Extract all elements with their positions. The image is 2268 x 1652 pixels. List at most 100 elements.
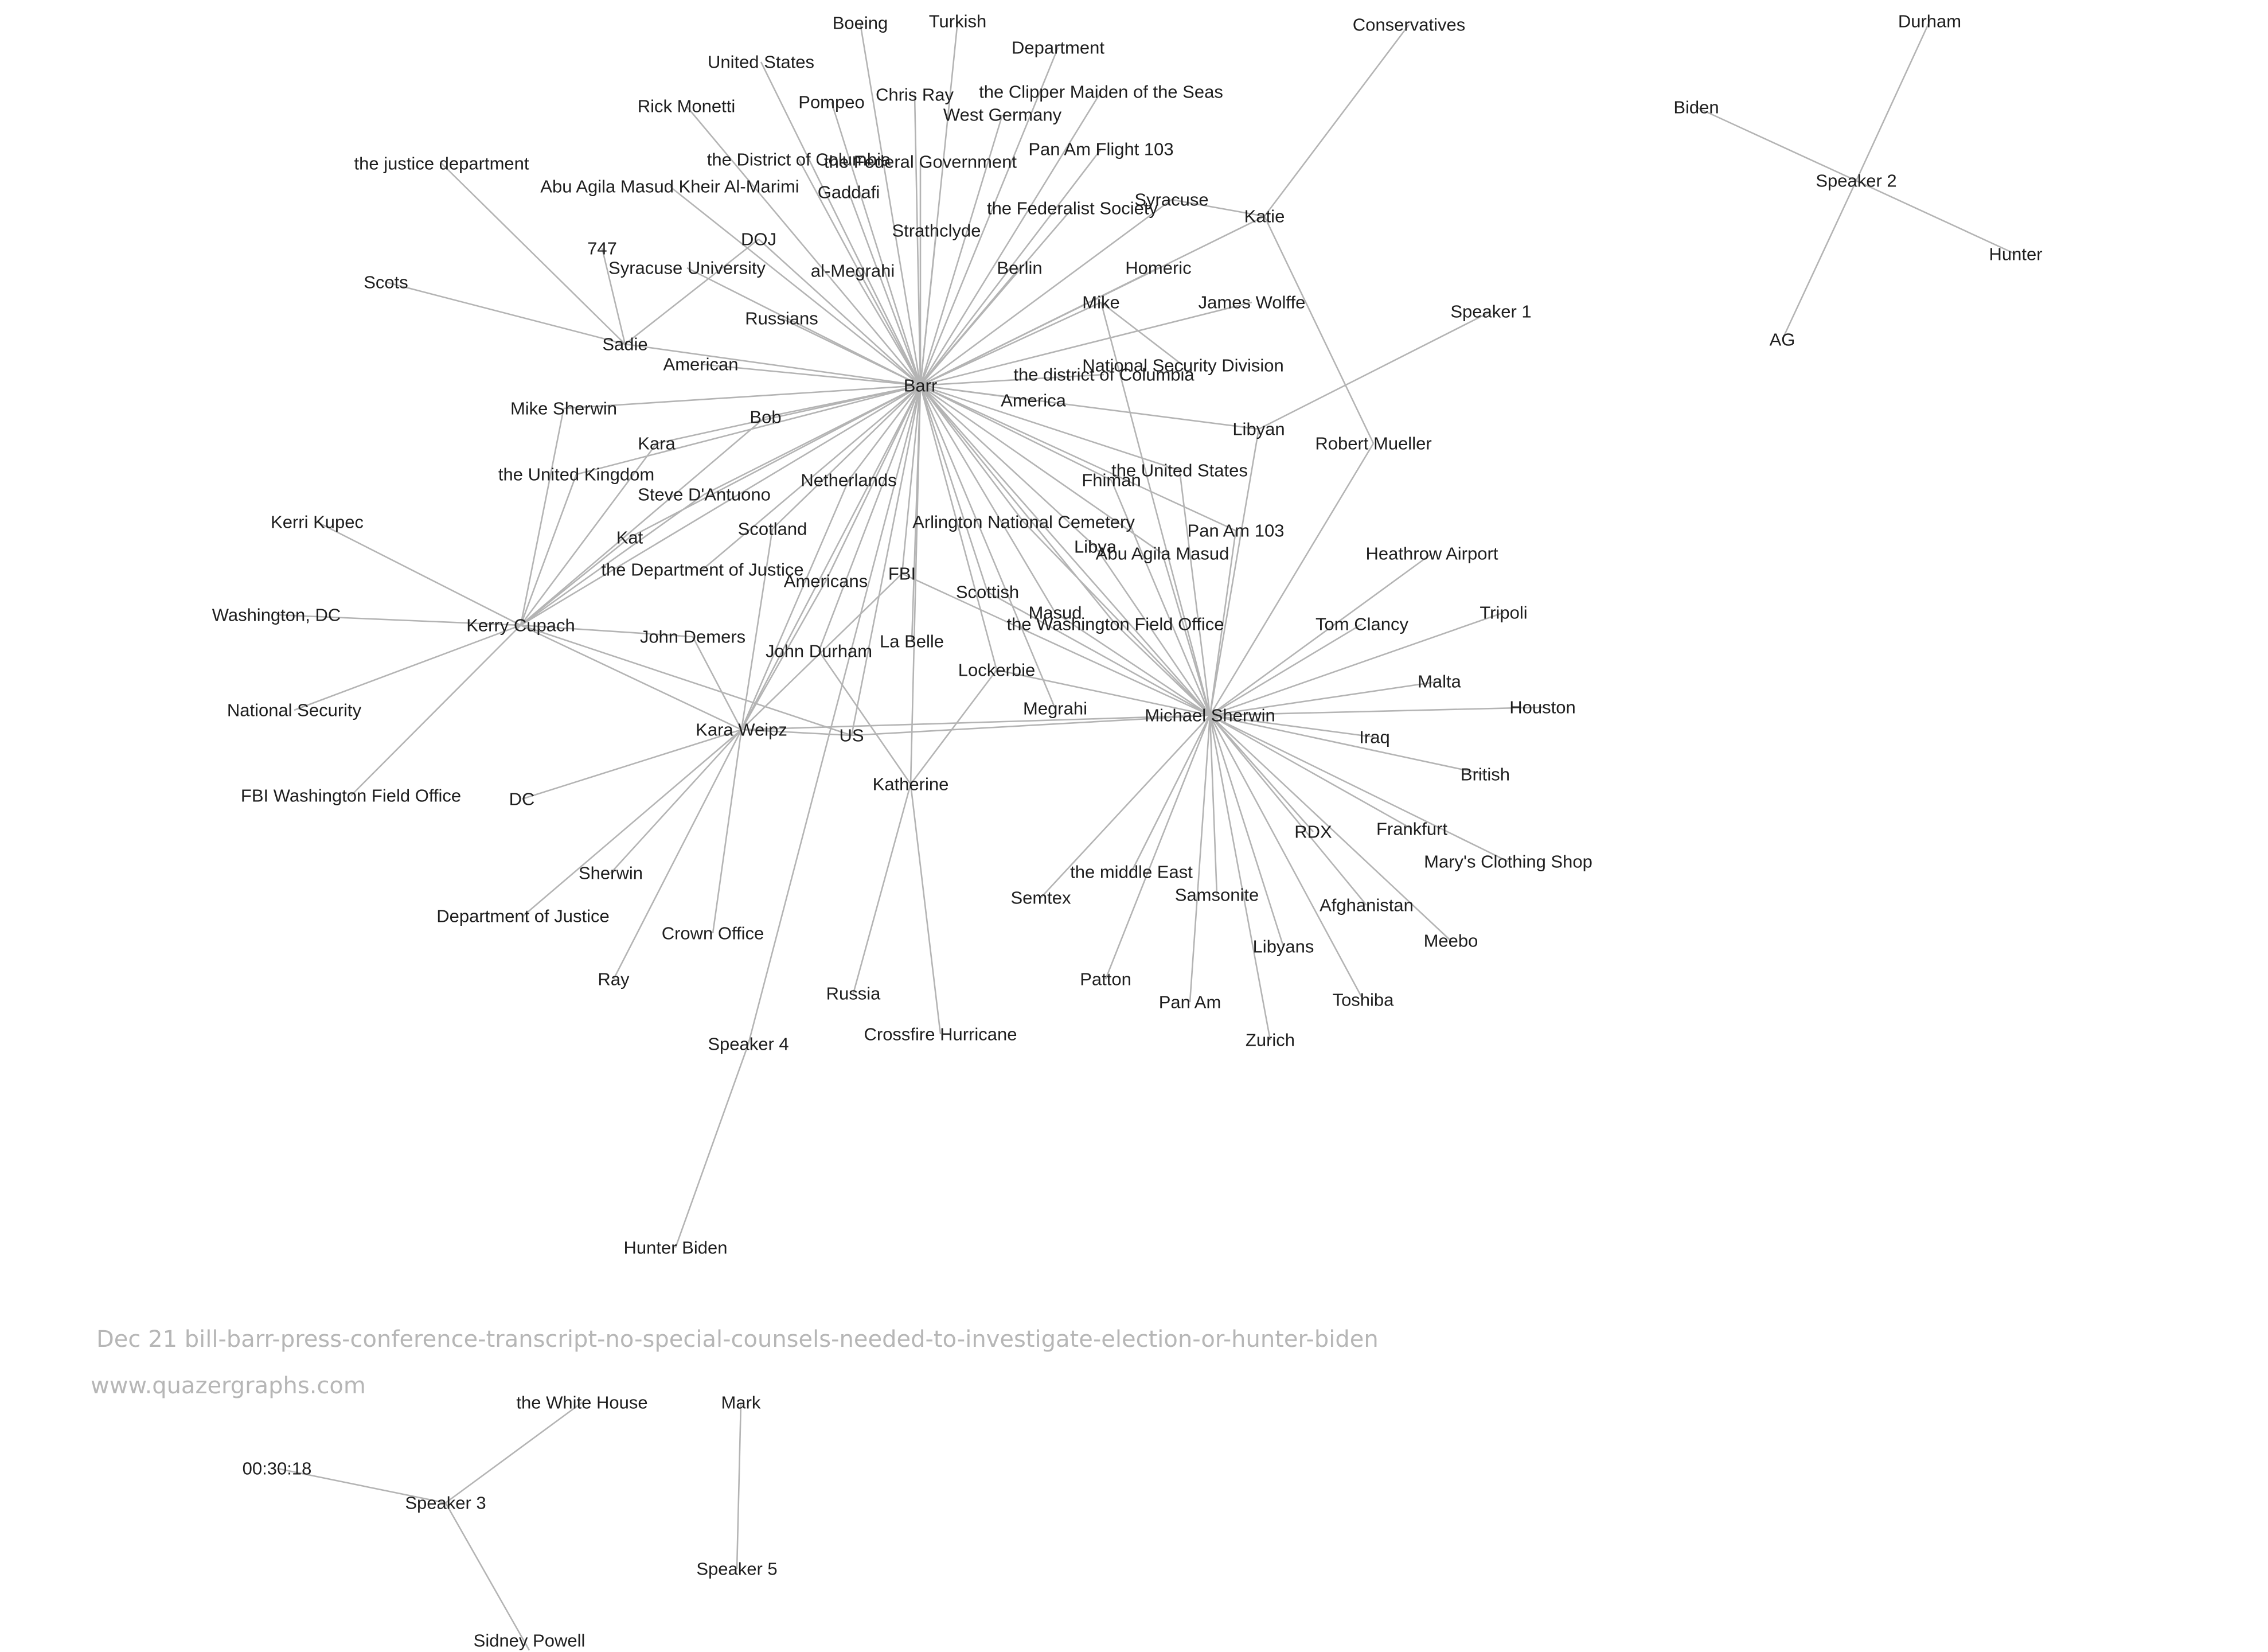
edge-barr-kerry_cupach <box>520 384 921 626</box>
edge-michael_sherwin-iraq <box>1209 714 1375 738</box>
node-national-security: National Security <box>227 700 362 720</box>
node-speaker-4: Speaker 4 <box>708 1034 788 1054</box>
node-the-united-states: the United States <box>1111 461 1248 481</box>
node-toshiba: Toshiba <box>1333 990 1395 1010</box>
edge-kara_weipz-ray <box>612 729 743 980</box>
node-national-security-division: National Security Division <box>1082 356 1283 376</box>
edge-barr-americans <box>825 385 922 582</box>
edge-barr-american <box>700 363 921 387</box>
edge-barr-scottish <box>919 385 989 593</box>
node-pompeo: Pompeo <box>798 92 864 112</box>
node-berlin: Berlin <box>997 258 1042 278</box>
edge-kerry_cupach-fbi_wfo <box>350 625 521 796</box>
node-federal-government: the Federal Government <box>824 152 1017 172</box>
edge-barr-district_columbia_lower <box>920 373 1104 387</box>
edge-katherine-lockerbie <box>909 669 998 785</box>
edge-kerry_cupach-kerri_kupec <box>317 521 521 626</box>
edge-barr-strathclyde <box>919 230 938 386</box>
edge-michael_sherwin-middle_east <box>1130 715 1211 872</box>
edge-kerry_cupach-us <box>520 624 852 737</box>
edge-michael_sherwin-kara_weipz <box>741 714 1211 731</box>
edge-michael_sherwin-houston <box>1209 706 1543 716</box>
edge-michael_sherwin-arlington <box>1023 521 1211 716</box>
edge-barr-gaddafi <box>848 192 922 386</box>
node-speaker-1: Speaker 1 <box>1450 302 1531 322</box>
edge-michael_sherwin-afghanistan <box>1209 715 1368 906</box>
node-russia: Russia <box>826 984 881 1004</box>
node-katie: Katie <box>1244 206 1285 227</box>
node-crossfire-hurricane: Crossfire Hurricane <box>864 1024 1017 1045</box>
edge-barr-arlington <box>919 385 1025 523</box>
edge-michael_sherwin-patton <box>1104 715 1211 980</box>
node-federalist-society: the Federalist Society <box>987 198 1158 219</box>
node-dc: DC <box>509 789 535 809</box>
node-mike-sherwin: Mike Sherwin <box>510 399 617 419</box>
node-kat: Kat <box>616 528 643 548</box>
node-kerry-cupach: Kerry Cupach <box>466 615 575 636</box>
edge-michael_sherwin-libya <box>1094 546 1211 716</box>
node-america: America <box>1001 391 1066 411</box>
node-americans: Americans <box>784 571 868 591</box>
edge-barr-russians <box>781 317 921 387</box>
node-scots: Scots <box>364 272 408 293</box>
edge-kara_weipz-john_demers <box>692 636 743 730</box>
edge-michael_sherwin-abu_agila_masud <box>1161 553 1211 716</box>
edge-michael_sherwin-heathrow <box>1209 552 1432 716</box>
node-abu-agila-masud: Abu Agila Masud <box>1096 544 1229 564</box>
node-la-belle: La Belle <box>880 632 944 652</box>
edge-katherine-crossfire_hurricane <box>909 784 942 1035</box>
edge-kara_weipz-sherwin <box>610 729 742 874</box>
node-bob: Bob <box>750 407 781 427</box>
node-libyan: Libyan <box>1232 419 1285 439</box>
edge-kara_weipz-dc <box>521 728 742 800</box>
edge-kerry_cupach-kara_weipz <box>520 624 742 731</box>
edge-speaker_4-hunter_biden <box>674 1043 750 1248</box>
edge-kara_weipz-us <box>741 728 852 737</box>
node-doj: DOJ <box>741 229 776 250</box>
node-libya: Libya <box>1074 537 1117 557</box>
node-united-states: United States <box>708 52 814 72</box>
edge-speaker_3-sidney_powell <box>444 1502 530 1651</box>
node-speaker-2: Speaker 2 <box>1816 171 1896 191</box>
edge-kerry_cupach-bob <box>520 416 766 626</box>
node-afghanistan: Afghanistan <box>1320 895 1414 915</box>
edge-kerry_cupach-united_kingdom <box>520 474 577 626</box>
edge-barr-james_wolffe <box>920 301 1252 387</box>
edge-barr-john_durham <box>818 385 922 652</box>
edge-michael_sherwin-meebo <box>1209 715 1451 941</box>
edge-barr-libyan <box>920 384 1259 430</box>
node-kara-weipz: Kara Weipz <box>696 720 787 740</box>
node-department: Department <box>1012 38 1104 58</box>
edge-barr-district_columbia_upper <box>798 159 922 386</box>
node-james-wolffe: James Wolffe <box>1199 293 1306 313</box>
node-west-germany: West Germany <box>943 105 1062 125</box>
edge-michael_sherwin-pan_am_103 <box>1209 530 1237 716</box>
node-strathclyde: Strathclyde <box>892 221 981 241</box>
node-katherine: Katherine <box>873 774 949 794</box>
node-al-megrahi: al-Megrahi <box>811 261 895 281</box>
edge-speaker_2-hunter <box>1856 180 2016 255</box>
node-sherwin: Sherwin <box>579 863 643 883</box>
node-malta: Malta <box>1418 672 1462 692</box>
edge-speaker_2-ag <box>1781 180 1857 340</box>
node-scottish: Scottish <box>956 582 1019 602</box>
node-turkish: Turkish <box>929 11 986 32</box>
node-tom-clancy: Tom Clancy <box>1315 614 1408 634</box>
node-scotland: Scotland <box>738 519 807 539</box>
edge-barr-megrahi <box>919 385 1056 709</box>
node-megrahi: Megrahi <box>1023 699 1087 719</box>
edge-barr-speaker_4 <box>747 385 922 1045</box>
edge-barr-masud <box>919 385 1056 613</box>
edge-michael_sherwin-mike <box>1100 302 1211 716</box>
node-gaddafi: Gaddafi <box>818 182 880 202</box>
node-us: US <box>839 726 864 746</box>
edge-barr-katie <box>920 215 1265 387</box>
edge-kara_weipz-crown_office <box>712 729 743 934</box>
edge-kerry_cupach-steve_dantuono <box>520 493 705 626</box>
node-fhiman: Fhiman <box>1082 470 1141 490</box>
edge-kerry_cupach-kara <box>520 443 658 626</box>
node-barr: Barr <box>904 376 938 396</box>
edge-barr-kara <box>656 384 921 445</box>
edge-barr-doj <box>758 239 921 386</box>
node-fbi: FBI <box>888 564 916 584</box>
